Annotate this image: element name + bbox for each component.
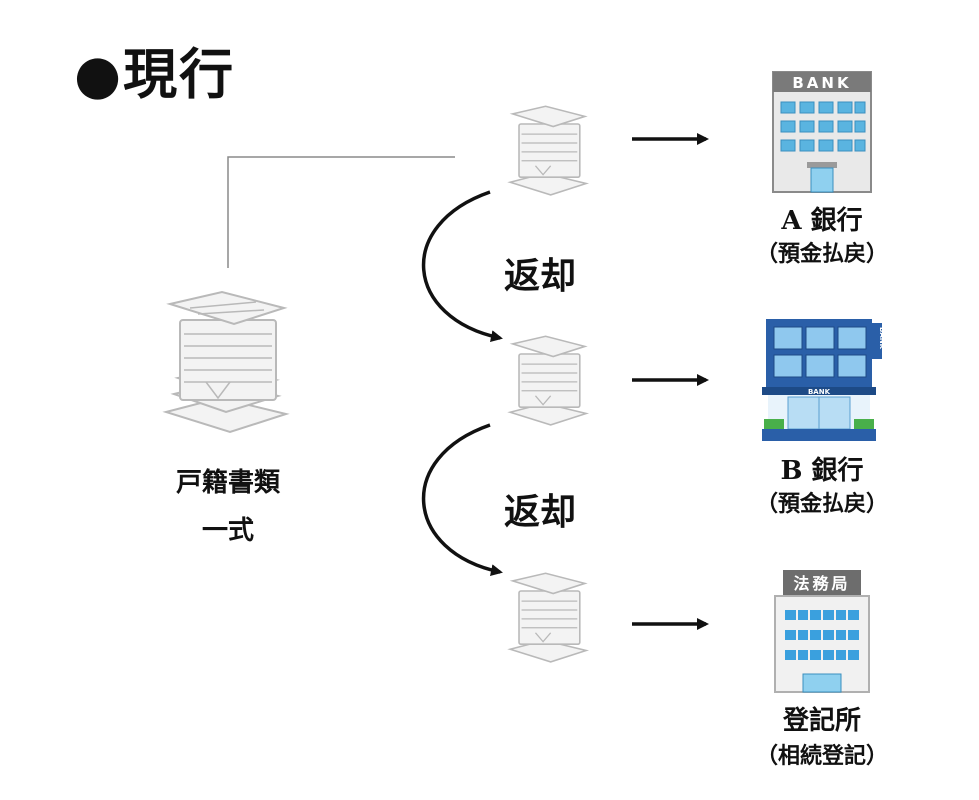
bank-b-purpose: （預金払戻） [755,491,888,517]
bank-b-icon: BANK BANK [762,319,886,441]
bank-a-name: A 銀行 [781,206,863,236]
document-stack-icon [507,572,590,663]
documents-label: 戸籍書類 [175,468,280,498]
return-label: 返却 [504,491,577,533]
bureau-name: 登記所 [782,706,861,736]
page-title: ●現行 [74,42,236,106]
connector-line [227,156,455,268]
bank-sign-text: BANK [878,327,886,350]
legal-affairs-bureau-icon: 法務局 [774,570,870,693]
document-stack-icon [507,335,590,426]
bureau-sign-text: 法務局 [793,574,850,593]
return-arrow-1 [422,190,503,343]
bank-sign-text: BANK [808,388,831,396]
bank-a-purpose: （預金払戻） [755,241,888,267]
documents-sublabel: 一式 [201,516,254,546]
document-pile-icon [162,290,290,434]
bank-sign-text: BANK [792,74,851,92]
bank-a-icon: BANK [772,71,872,193]
return-arrow-2 [422,423,503,577]
document-stack-icon [507,105,590,196]
bank-b-name: B 銀行 [780,456,864,486]
bureau-purpose: （相続登記） [755,743,888,769]
return-label: 返却 [504,255,577,297]
